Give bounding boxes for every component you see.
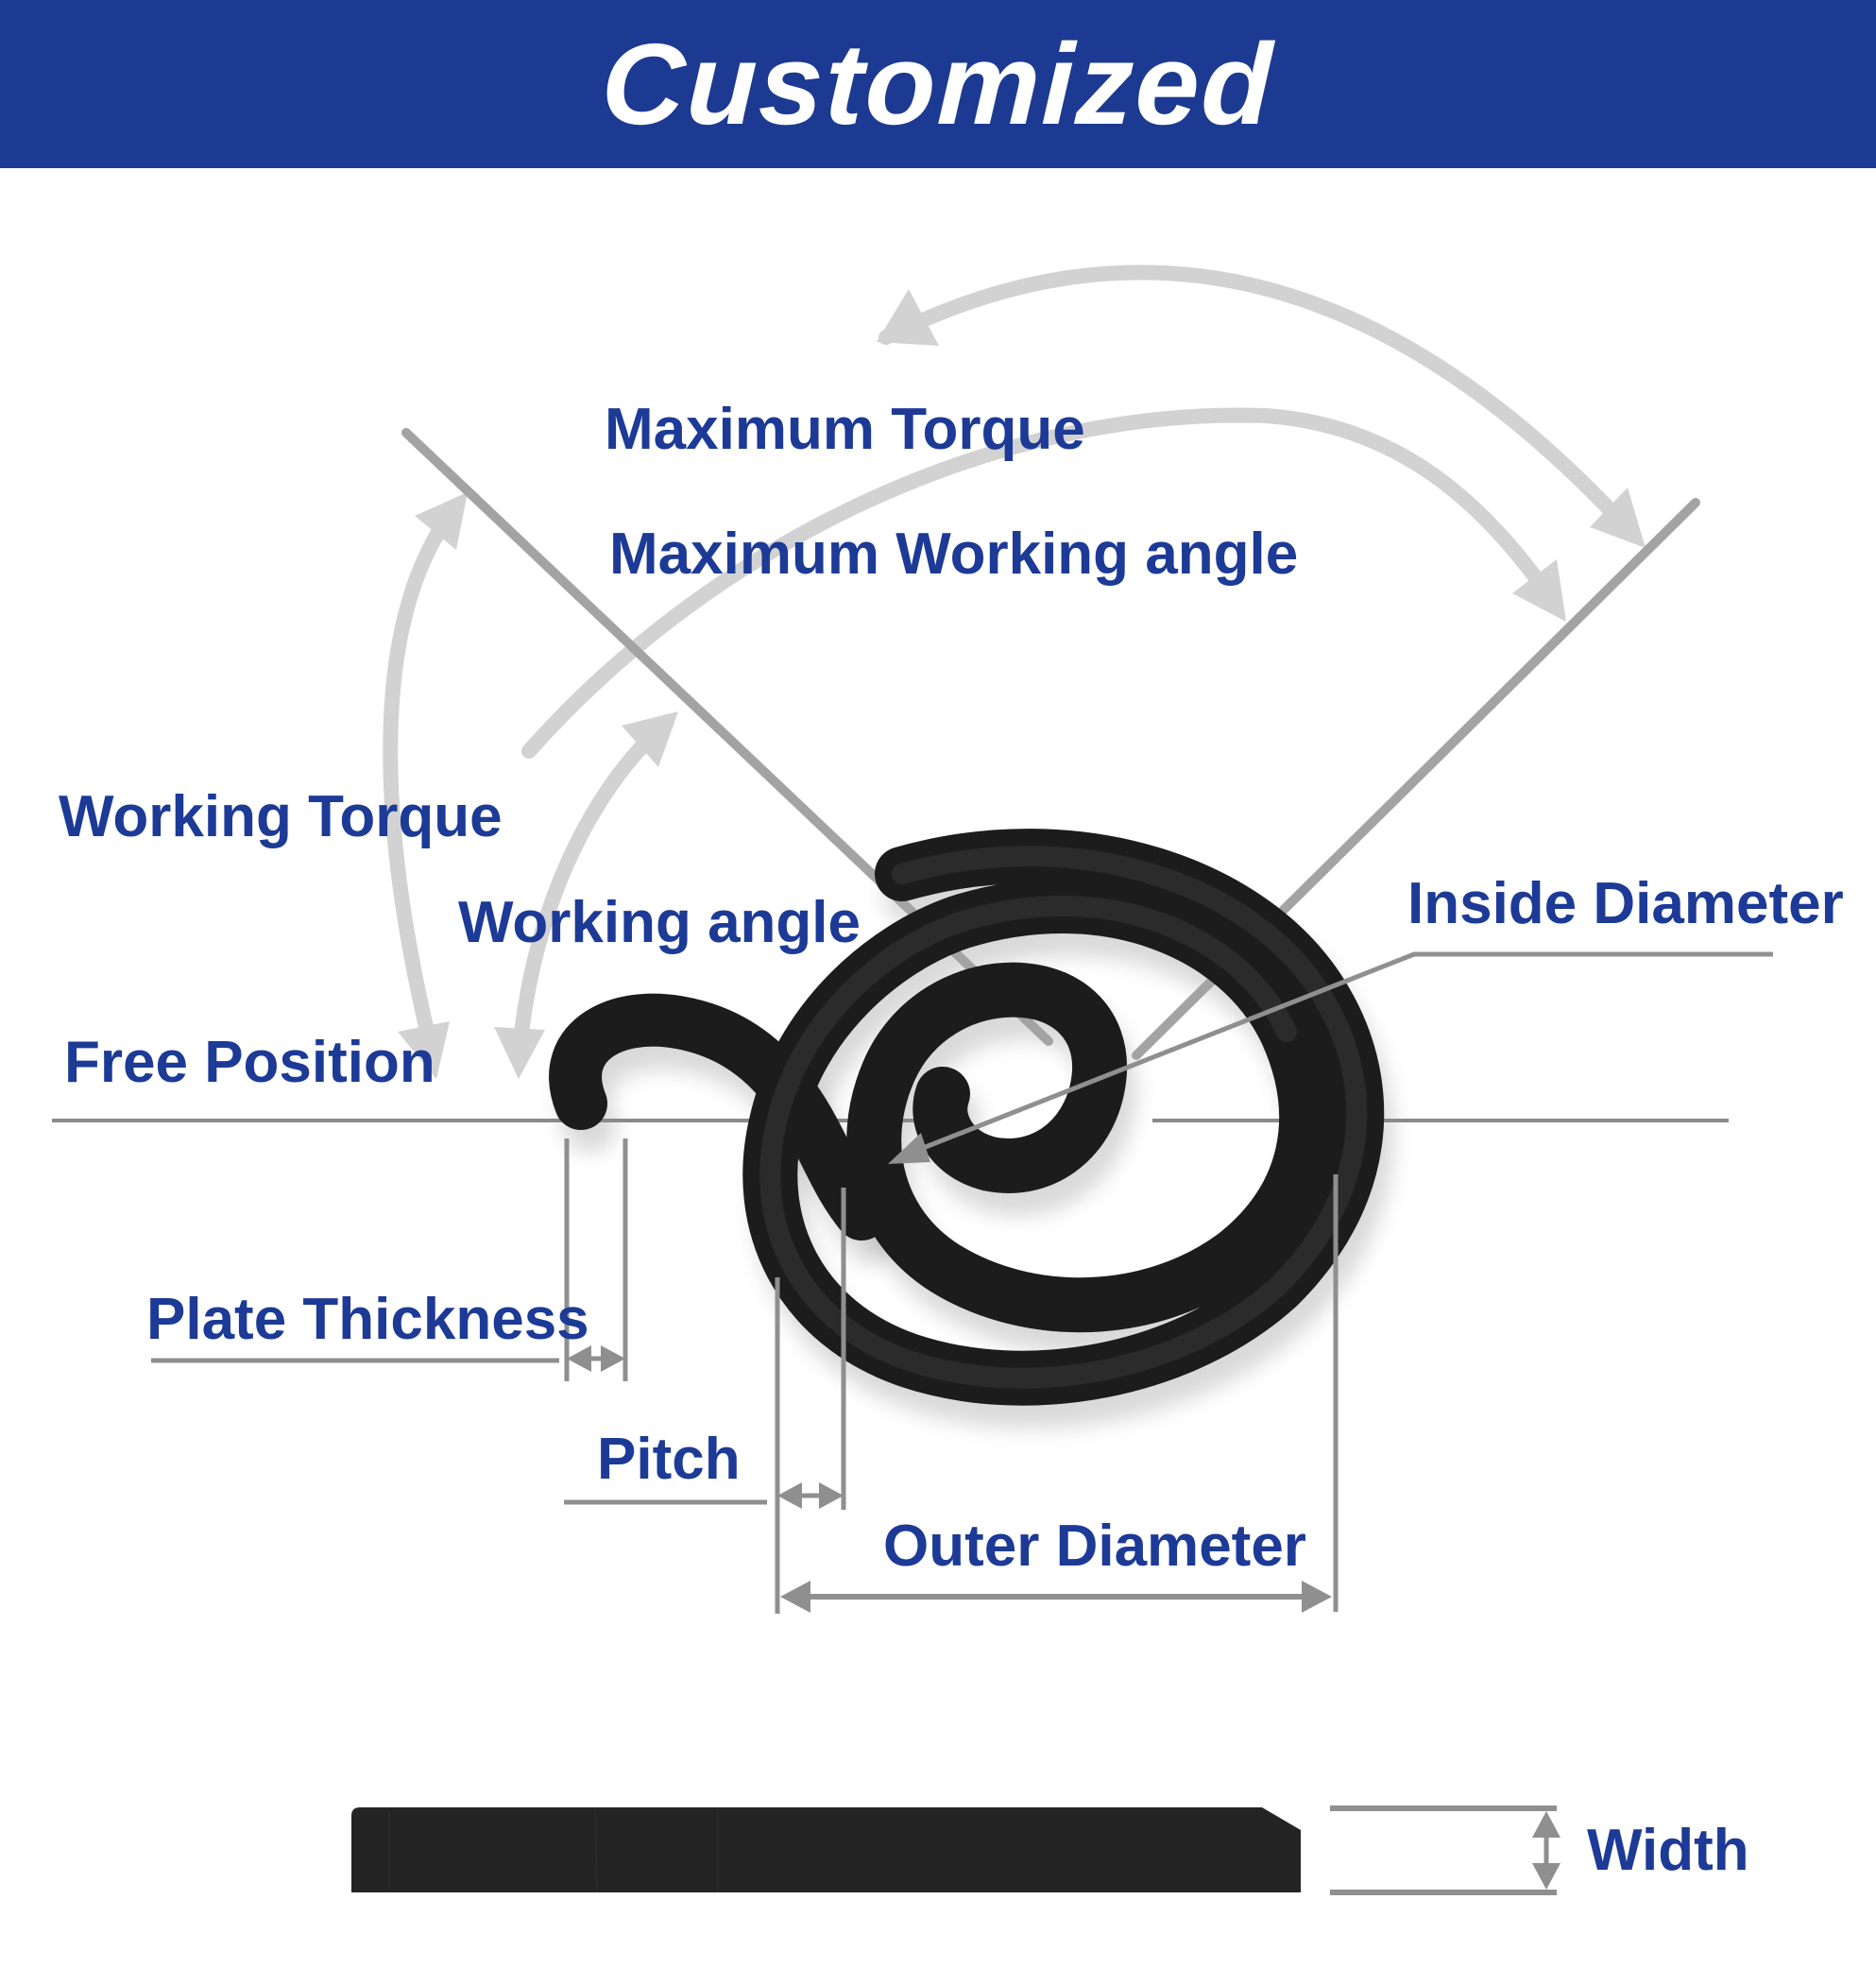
arrow-down-right-icon — [1590, 488, 1646, 548]
label-working-angle: Working angle — [458, 890, 861, 955]
label-free-position: Free Position — [64, 1030, 435, 1095]
arrow-left-icon — [780, 1581, 810, 1613]
label-maximum-working-angle: Maximum Working angle — [609, 522, 1299, 587]
working-angle-arc — [512, 714, 674, 1061]
pitch-dimension — [564, 1188, 846, 1614]
arrow-down-icon — [398, 1021, 450, 1079]
arrow-down-icon — [494, 1027, 545, 1079]
arrow-down-left-icon — [888, 1133, 930, 1164]
label-working-torque: Working Torque — [59, 784, 503, 849]
working-torque-arc — [383, 500, 463, 1058]
plate-thickness-dimension — [151, 1138, 628, 1381]
spring-sheen — [759, 846, 1368, 1389]
strip-side-view — [351, 1807, 1301, 1892]
outer-diameter-dimension — [780, 1174, 1339, 1613]
arrow-down-right-icon — [1512, 559, 1566, 622]
strip-bar — [351, 1807, 1301, 1892]
inside-diameter-leader — [888, 951, 1773, 1164]
maximum-torque-arc — [878, 265, 1642, 543]
spring-hook — [549, 993, 888, 1241]
label-inside-diameter: Inside Diameter — [1407, 871, 1844, 936]
label-pitch: Pitch — [597, 1427, 741, 1492]
arrow-up-right-icon — [622, 711, 678, 767]
arrow-right-icon — [819, 1482, 844, 1509]
arrow-up-right-icon — [415, 492, 468, 550]
arrow-left-icon — [777, 1482, 802, 1509]
label-plate-thickness: Plate Thickness — [146, 1287, 589, 1352]
arrow-left-icon — [877, 289, 939, 346]
spring-image — [549, 829, 1385, 1406]
header-banner: Customized — [0, 0, 1876, 168]
rotation-arrows — [383, 265, 1646, 1079]
arrow-down-icon — [1532, 1863, 1560, 1890]
width-dimension — [1330, 1805, 1560, 1895]
label-width: Width — [1587, 1818, 1749, 1883]
arrow-right-icon — [601, 1345, 625, 1372]
label-outer-diameter: Outer Diameter — [883, 1514, 1306, 1579]
arrow-left-icon — [567, 1345, 591, 1372]
label-maximum-torque: Maximum Torque — [605, 397, 1085, 462]
arrow-up-icon — [1532, 1811, 1560, 1838]
arrow-right-icon — [1302, 1581, 1332, 1613]
maximum-working-angle-arc — [521, 407, 1561, 759]
